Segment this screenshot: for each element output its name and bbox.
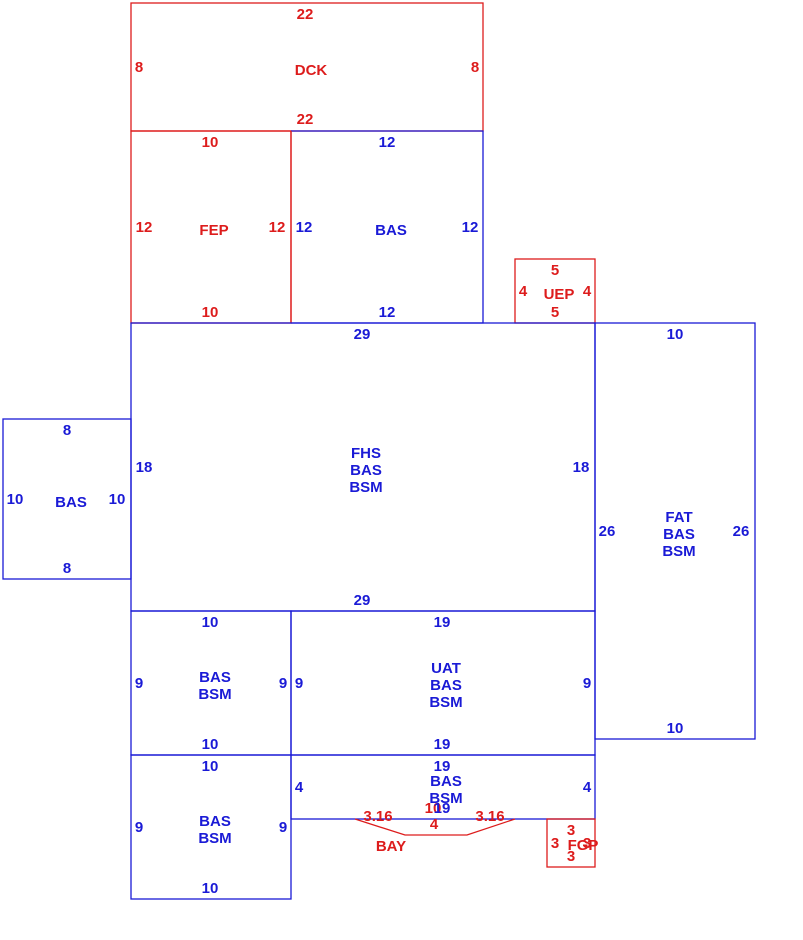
bas-bottom-mid-dim-bottom-b: 19 (434, 800, 451, 817)
bas-bottom-mid-dim-top: 19 (434, 758, 451, 775)
bas-left-dim-bottom: 8 (63, 560, 71, 577)
uat-dim-right: 9 (583, 675, 591, 692)
bas-bottom-mid-outline (290, 754, 596, 820)
fat-label-2: BAS (663, 526, 695, 543)
bas-top-label: BAS (375, 222, 407, 239)
bas-bottom-left-dim-bottom: 10 (202, 880, 219, 897)
bas-left-dim-right: 10 (109, 491, 126, 508)
dck-dim-bottom: 22 (297, 111, 314, 128)
bas-top-dim-bottom: 12 (379, 304, 396, 321)
dck-label: DCK (295, 62, 328, 79)
bas-bottom-left-label-1: BAS (199, 813, 231, 830)
bas-bottom-left-label-2: BSM (198, 830, 231, 847)
bas-mid-left-label-1: BAS (199, 669, 231, 686)
uep-dim-right: 4 (583, 283, 592, 300)
bay-outline (354, 818, 516, 836)
fgp-dim-right: 3 (583, 835, 591, 852)
bas-top-dim-top: 12 (379, 134, 396, 151)
fep-dim-right: 12 (269, 219, 286, 236)
uat-label-1: UAT (431, 660, 461, 677)
fat-label-3: BSM (662, 543, 695, 560)
bas-left-dim-top: 8 (63, 422, 71, 439)
fat-dim-left: 26 (599, 523, 616, 540)
fat-label-1: FAT (665, 509, 692, 526)
uat-label-3: BSM (429, 694, 462, 711)
uat-dim-left: 9 (295, 675, 303, 692)
bas-left-dim-left: 10 (7, 491, 24, 508)
bas-top-dim-left: 12 (296, 219, 313, 236)
bas-mid-left-dim-top: 10 (202, 614, 219, 631)
fat-dim-top: 10 (667, 326, 684, 343)
fhs-label-2: BAS (350, 462, 382, 479)
fep-dim-top: 10 (202, 134, 219, 151)
dck-dim-top: 22 (297, 6, 314, 23)
fep-dim-bottom: 10 (202, 304, 219, 321)
bas-mid-left-dim-bottom: 10 (202, 736, 219, 753)
fat-dim-bottom: 10 (667, 720, 684, 737)
bas-bottom-left-dim-left: 9 (135, 819, 143, 836)
bas-bottom-mid-dim-bottom-a: 10 (425, 800, 442, 817)
fgp-dim-left: 3 (551, 835, 559, 852)
fat-dim-right: 26 (733, 523, 750, 540)
fhs-label-1: FHS (351, 445, 381, 462)
bas-left-outline (2, 418, 132, 580)
bas-bottom-mid-label-2: BSM (429, 790, 462, 807)
uep-dim-bottom: 5 (551, 304, 559, 321)
bas-bottom-left-outline (130, 754, 292, 900)
bas-mid-left-dim-left: 9 (135, 675, 143, 692)
fgp-outline (546, 818, 596, 868)
fat-outline (594, 322, 756, 740)
fhs-dim-right: 18 (573, 459, 590, 476)
uep-dim-top: 5 (551, 262, 559, 279)
bas-bottom-mid-dim-right: 4 (583, 779, 592, 796)
bas-bottom-left-dim-top: 10 (202, 758, 219, 775)
bay-label: BAY (376, 838, 406, 855)
bas-mid-left-label-2: BSM (198, 686, 231, 703)
bay-dim-bottom: 4 (430, 816, 439, 833)
dck-dim-left: 8 (135, 59, 143, 76)
uat-dim-top: 19 (434, 614, 451, 631)
fep-dim-left: 12 (136, 219, 153, 236)
bas-bottom-mid-dim-left: 4 (295, 779, 304, 796)
fhs-dim-left: 18 (136, 459, 153, 476)
uep-dim-left: 4 (519, 283, 528, 300)
fgp-label: FGP (568, 837, 599, 854)
bas-top-dim-right: 12 (462, 219, 479, 236)
bas-bottom-left-dim-right: 9 (279, 819, 287, 836)
dck-dim-right: 8 (471, 59, 479, 76)
fep-label: FEP (199, 222, 228, 239)
bay-dim-right-diag: 3.16 (475, 808, 504, 825)
uep-label: UEP (544, 286, 575, 303)
fhs-dim-bottom: 29 (354, 592, 371, 609)
uat-dim-bottom: 19 (434, 736, 451, 753)
bay-dim-left-diag: 3.16 (363, 808, 392, 825)
fgp-dim-top: 3 (567, 822, 575, 839)
bas-left-label: BAS (55, 494, 87, 511)
fhs-dim-top: 29 (354, 326, 371, 343)
bas-bottom-mid-label-1: BAS (430, 773, 462, 790)
bas-mid-left-dim-right: 9 (279, 675, 287, 692)
uat-label-2: BAS (430, 677, 462, 694)
fgp-dim-bottom: 3 (567, 848, 575, 865)
fhs-label-3: BSM (349, 479, 382, 496)
